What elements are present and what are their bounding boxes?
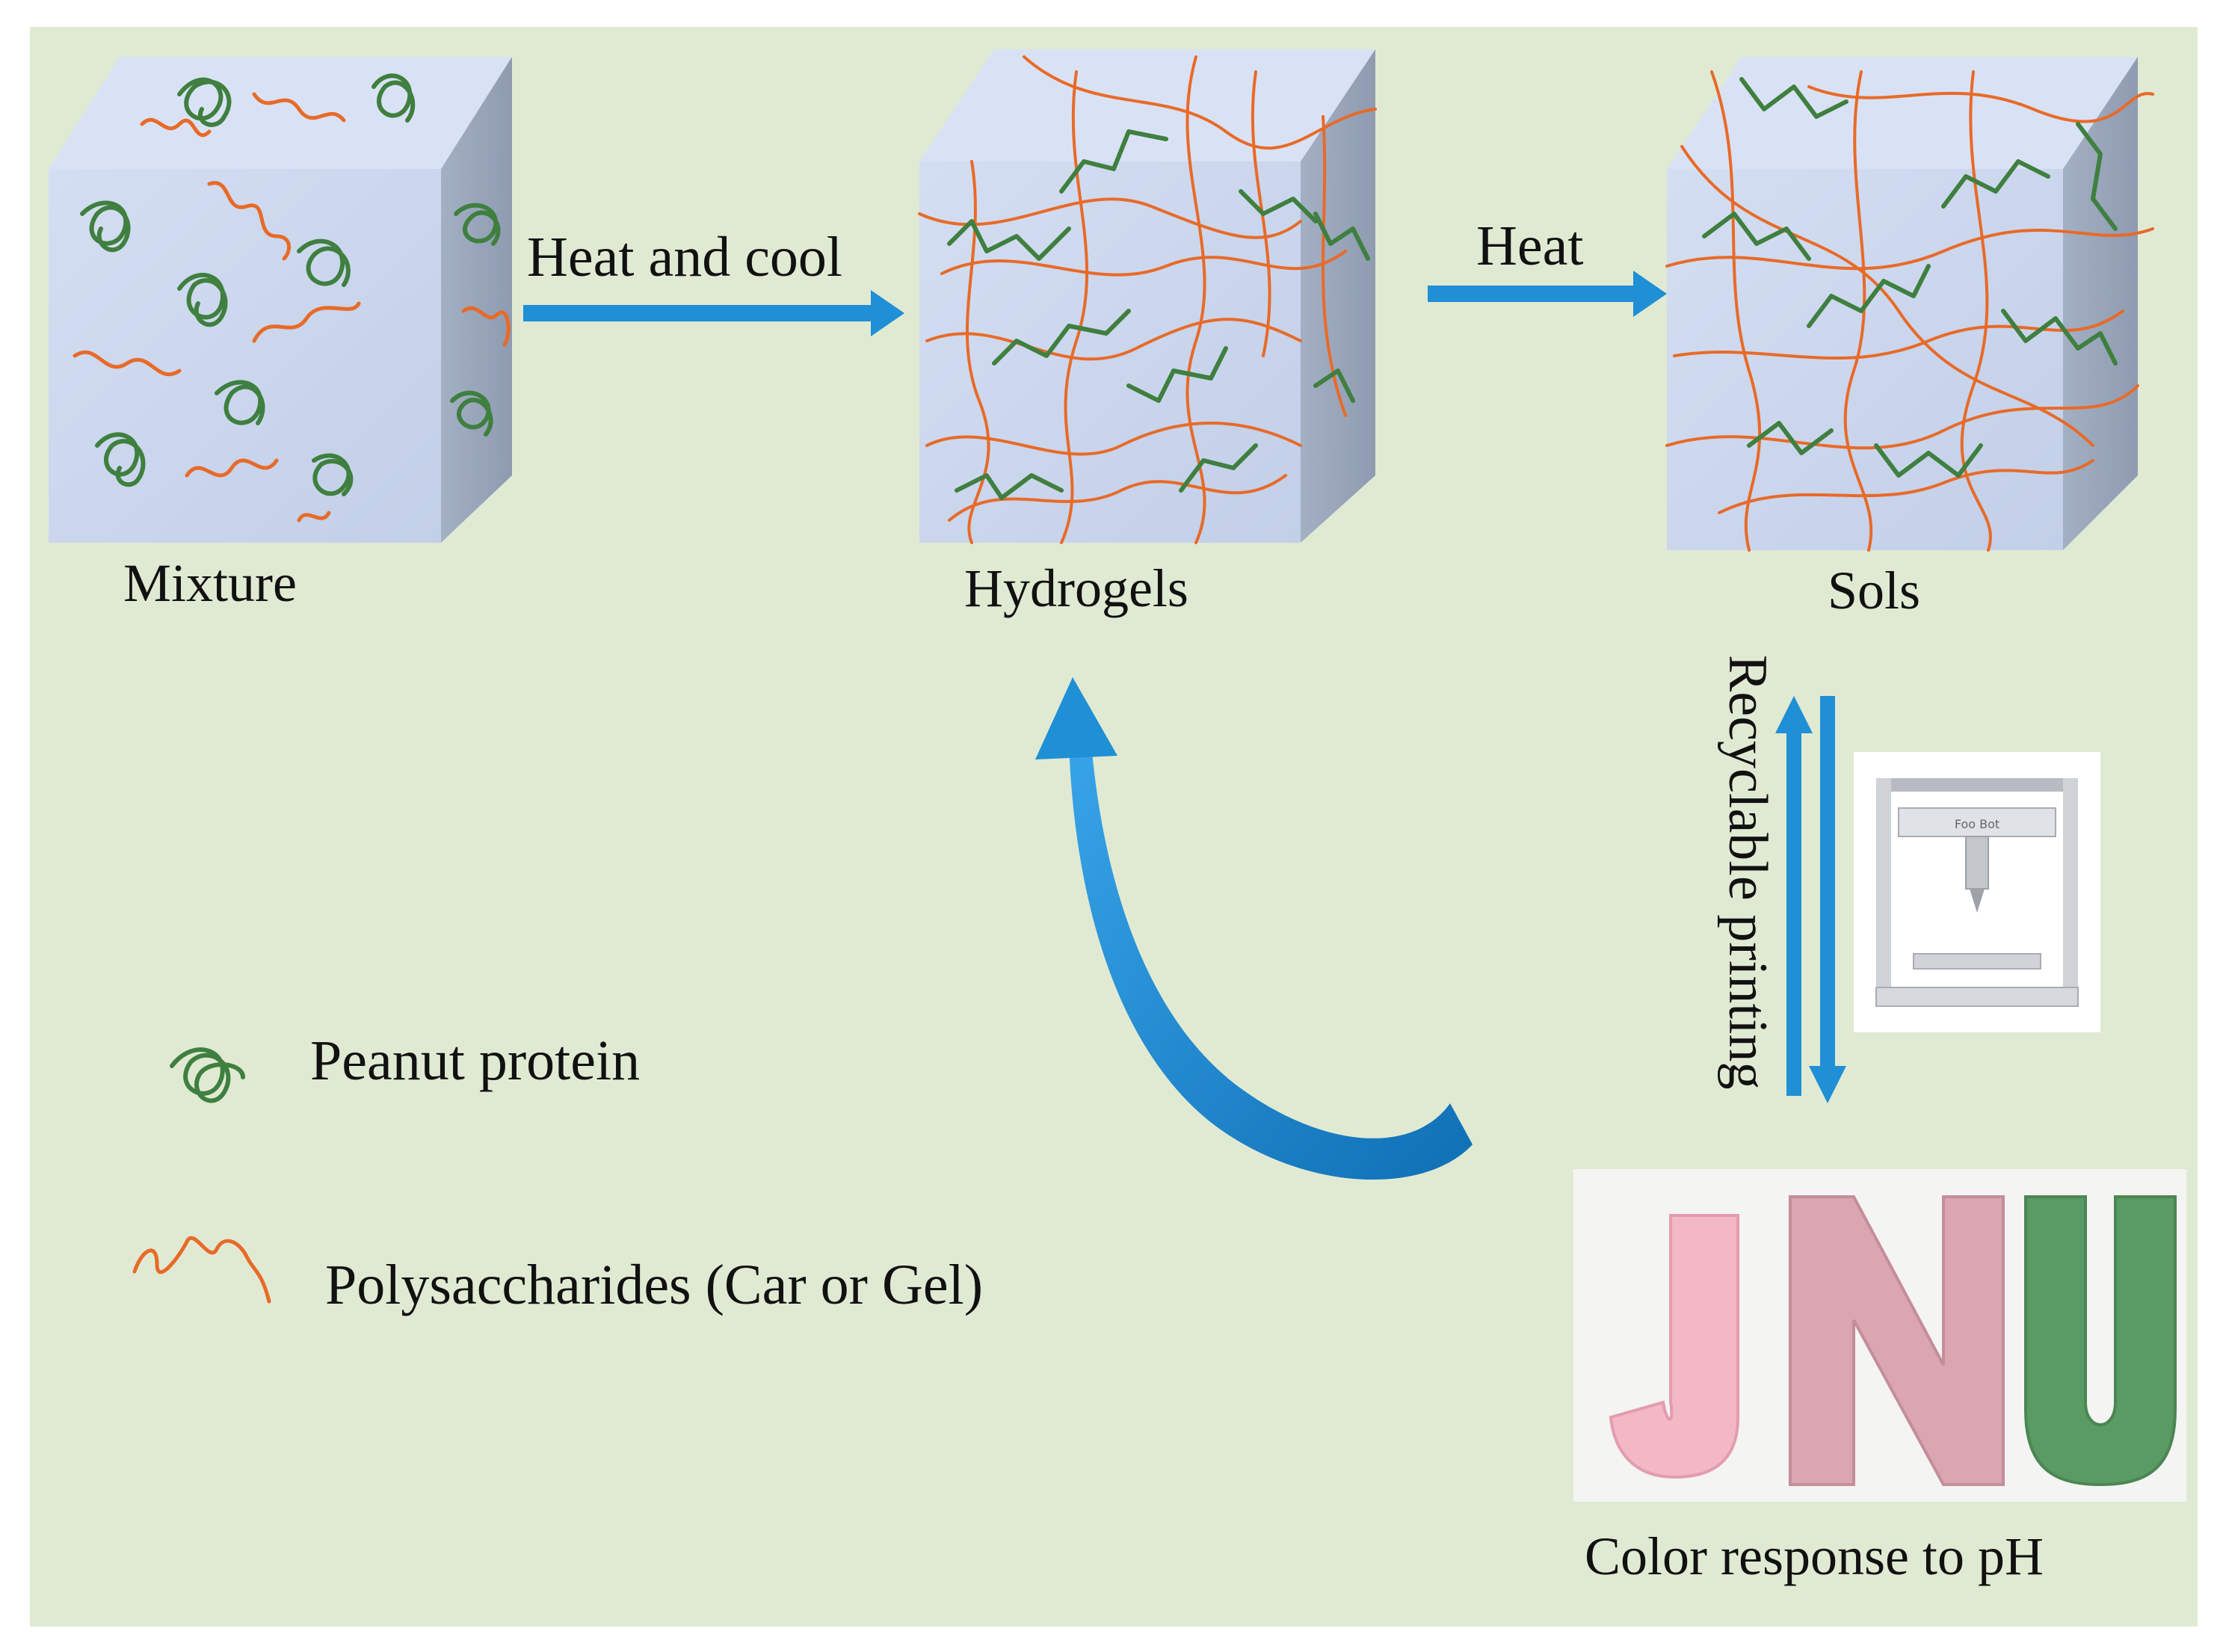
printer-brand-text: Foo Bot (1955, 817, 1999, 831)
legend-polysaccharides-label: Polysaccharides (Car or Gel) (325, 1254, 984, 1316)
sols-cube (1665, 57, 2154, 552)
printer-image: Foo Bot (1854, 752, 2100, 1032)
mixture-label: Mixture (123, 553, 297, 613)
hydrogels-label: Hydrogels (964, 558, 1188, 618)
letter-j (1609, 1214, 1739, 1479)
arrow-recyclable-printing (1775, 696, 1846, 1103)
legend-peanut-protein-label: Peanut protein (310, 1029, 641, 1092)
letter-u (2024, 1195, 2177, 1487)
sols-label: Sols (1828, 561, 1921, 620)
recyclable-printing-label: Recyclable printing (1717, 655, 1778, 1090)
diagram-canvas: Foo Bot (30, 27, 2198, 1627)
heat-label: Heat (1476, 215, 1584, 277)
mixture-cube (49, 57, 512, 543)
hydrogels-cube (918, 49, 1377, 544)
jnu-photo (1573, 1169, 2186, 1502)
arrow-return-to-hydrogels (1035, 677, 1473, 1180)
polysaccharide-icon (132, 1236, 271, 1304)
letter-n (1789, 1195, 2005, 1486)
arrow-heat (1428, 271, 1667, 317)
diagram-panel: Foo Bot Mixture Hydrogels Sols Heat and … (30, 27, 2198, 1627)
heat-and-cool-label: Heat and cool (527, 226, 843, 289)
color-response-label: Color response to pH (1585, 1526, 2044, 1586)
arrow-heat-and-cool (523, 290, 904, 336)
peanut-protein-icon (170, 1047, 245, 1103)
